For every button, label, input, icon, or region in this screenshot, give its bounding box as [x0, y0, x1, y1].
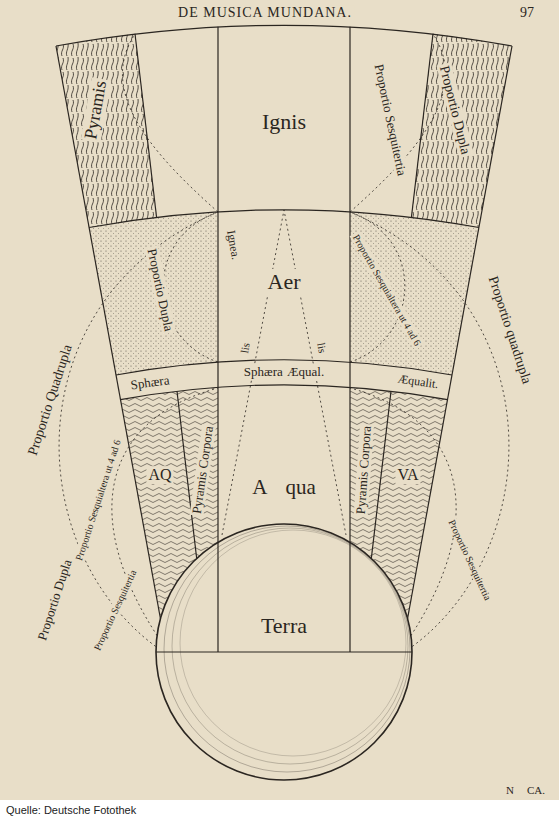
pyramid-line — [411, 34, 433, 218]
engraved-label: VA — [395, 466, 420, 484]
paper — [0, 0, 559, 800]
air-texture — [89, 212, 218, 375]
column-line — [349, 27, 350, 652]
element-band: A qua — [249, 475, 319, 500]
column-line — [217, 27, 218, 652]
element-name: Aer — [268, 270, 301, 294]
engraved-label: AQ — [146, 466, 173, 484]
engraved-label: 97 — [518, 5, 536, 20]
pyramid-line — [135, 34, 157, 218]
page-title: DE MUSICA MUNDANA. — [176, 5, 354, 20]
source-credit: Quelle: Deutsche Fotothek — [4, 804, 138, 816]
dotted-arc — [163, 212, 218, 362]
element-name: Terra — [261, 614, 307, 638]
element-band: Terra — [258, 613, 310, 639]
earth-globe — [156, 524, 412, 780]
dotted-arc — [350, 34, 446, 212]
engraved-label: CA. — [525, 784, 547, 796]
element-band: Ignis — [259, 109, 309, 135]
equator-line — [156, 651, 412, 652]
earth-shading — [180, 530, 406, 756]
outer-arc — [56, 25, 512, 46]
element-band: Sphæra Æqual. — [241, 364, 327, 380]
dotted-triangle — [222, 210, 346, 535]
engraved-label: lis — [238, 340, 252, 356]
side-line — [400, 46, 512, 660]
air-texture — [350, 212, 479, 375]
earth-shading — [172, 528, 408, 764]
dotted-arc — [122, 34, 218, 212]
element-name: Ignis — [262, 110, 306, 134]
element-name: Sphæra Æqual. — [244, 365, 324, 379]
engraved-label: N — [504, 784, 516, 796]
earth-shading — [164, 526, 410, 772]
earth-circle — [156, 524, 412, 780]
engraved-label: lis — [315, 340, 329, 356]
element-band: Aer — [265, 269, 304, 295]
element-name: A qua — [252, 476, 316, 499]
center-column — [218, 27, 350, 652]
band-arc — [89, 210, 479, 228]
